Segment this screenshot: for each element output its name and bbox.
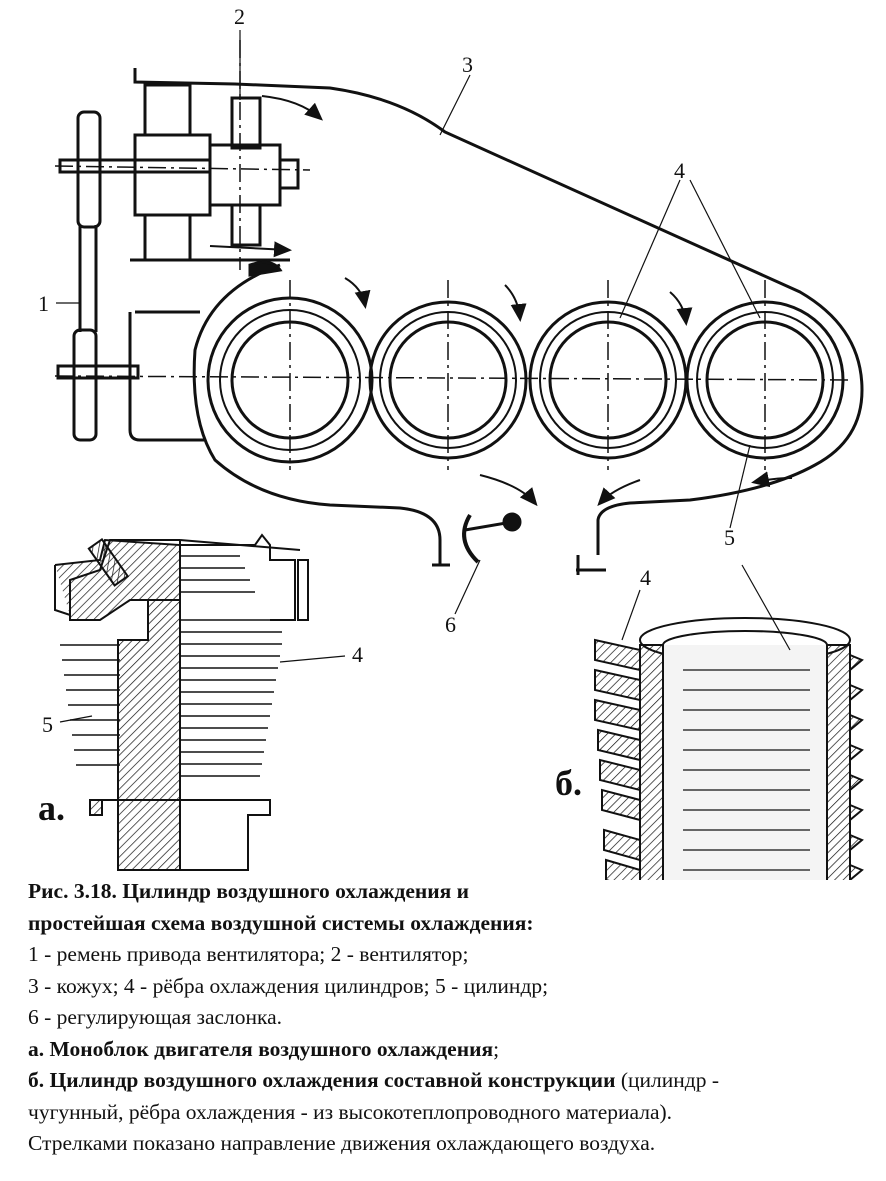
damper xyxy=(462,512,522,564)
label-5-a: 5 xyxy=(42,712,53,737)
caption-title-line2: простейшая схема воздушной системы охлаж… xyxy=(28,910,534,935)
label-1: 1 xyxy=(38,291,49,316)
panel-b-label: б. xyxy=(555,763,582,803)
airflow-arrows xyxy=(209,95,793,507)
figure-drawing: 2 3 4 1 5 6 xyxy=(38,4,864,880)
figure-caption: Рис. 3.18. Цилиндр воздушного охлаждения… xyxy=(28,876,868,1160)
label-5-top: 5 xyxy=(724,525,735,550)
caption-a-line: а. Моноблок двигателя воздушного охлажде… xyxy=(28,1034,868,1066)
label-3: 3 xyxy=(462,52,473,77)
cooling-system-schematic xyxy=(54,30,864,615)
caption-a-bold: а. Моноблок двигателя воздушного охлажде… xyxy=(28,1036,494,1061)
caption-b-bold: б. Цилиндр воздушного охлаждения составн… xyxy=(28,1068,616,1092)
caption-legend-line1: 1 - ремень привода вентилятора; 2 - вент… xyxy=(28,942,469,966)
monoblock-drawing xyxy=(54,533,346,871)
fan xyxy=(130,83,300,277)
shroud-lower-left xyxy=(192,263,442,565)
caption-b-rest: (цилиндр - xyxy=(615,1068,719,1092)
shroud xyxy=(133,68,864,555)
label-4-top: 4 xyxy=(674,158,685,183)
caption-legend-line2: 3 - кожух; 4 - рёбра охлаждения цилиндро… xyxy=(28,973,549,998)
label-2: 2 xyxy=(234,4,245,29)
composite-cylinder-drawing xyxy=(594,564,864,880)
label-4-a: 4 xyxy=(352,642,363,667)
caption-a-end: ; xyxy=(493,1036,500,1061)
belt-drive xyxy=(56,110,212,442)
caption-b-line2: чугунный, рёбра охлаждения - из высокоте… xyxy=(28,1099,673,1124)
caption-arrows-note: Стрелками показано направление движения … xyxy=(28,1131,656,1155)
caption-title-line1: Рис. 3.18. Цилиндр воздушного охлаждения… xyxy=(28,879,470,903)
label-6: 6 xyxy=(445,612,456,637)
panel-a-label: а. xyxy=(38,788,65,828)
caption-b-line: б. Цилиндр воздушного охлаждения составн… xyxy=(28,1065,868,1097)
caption-legend-line3: 6 - регулирующая заслонка. xyxy=(28,1005,283,1029)
label-4-b: 4 xyxy=(640,565,651,590)
